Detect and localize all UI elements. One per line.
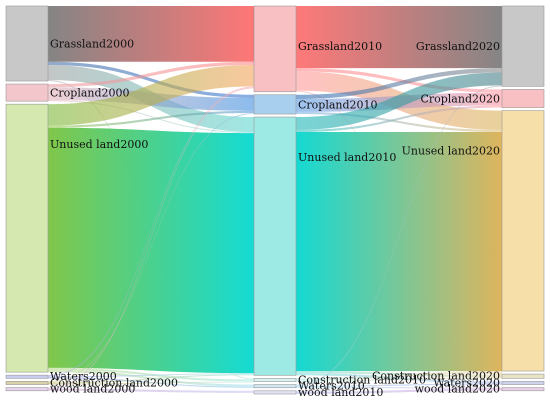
- flow-g00-to-g10: [48, 6, 254, 62]
- label-l20: wood land2020: [415, 383, 500, 396]
- flow-w00-to-u10: [48, 373, 254, 378]
- node-g20: [501, 5, 545, 87]
- sankey-links: [48, 6, 502, 394]
- label-g00: Grassland2000: [50, 38, 134, 51]
- node-l10: [253, 390, 297, 395]
- flow-u10-to-c20: [296, 105, 502, 133]
- node-w10: [253, 384, 297, 389]
- node-c00: [5, 83, 49, 102]
- label-l10: wood land2010: [298, 386, 383, 399]
- node-w20: [501, 381, 545, 385]
- flow-g10-to-g20: [296, 6, 502, 69]
- flow-k00-to-u10: [48, 374, 254, 384]
- node-l00: [5, 387, 49, 392]
- node-k00: [5, 381, 49, 385]
- flow-g00-to-c10: [48, 61, 254, 98]
- flow-l10-to-l20: [296, 388, 502, 394]
- label-c20: Cropland2020: [420, 92, 500, 105]
- node-k20: [501, 373, 545, 379]
- label-w00: Waters2000: [50, 370, 117, 383]
- flow-c00-to-g10: [48, 61, 254, 88]
- label-u00: Unused land2000: [50, 138, 148, 151]
- label-w10: Waters2010: [298, 380, 365, 393]
- flow-w00-to-g10: [48, 86, 254, 377]
- label-c00: Cropland2000: [50, 87, 130, 100]
- flow-k00-to-k10: [48, 381, 254, 385]
- flow-w10-to-w20: [296, 383, 502, 387]
- flow-w10-to-g20: [296, 85, 502, 386]
- node-g10: [253, 5, 297, 93]
- flow-u00-to-g10: [48, 64, 254, 126]
- node-u20: [501, 110, 545, 372]
- node-u10: [253, 116, 297, 376]
- label-c10: Cropland2010: [298, 98, 378, 111]
- node-w00: [5, 374, 49, 379]
- sankey-nodes: [5, 5, 545, 395]
- label-l00: wood land2000: [50, 383, 135, 396]
- flow-k10-to-k20: [296, 377, 502, 382]
- flow-l00-to-g10: [48, 87, 254, 389]
- flow-u00-to-c10: [48, 110, 254, 128]
- flow-l00-to-l10: [48, 388, 254, 393]
- node-l20: [501, 387, 545, 392]
- flow-k00-to-c10: [48, 112, 254, 383]
- flow-w10-to-l20: [296, 386, 502, 389]
- node-k10: [253, 378, 297, 382]
- node-c10: [253, 94, 297, 115]
- label-u20: Unused land2020: [402, 145, 500, 158]
- flow-c00-to-u10: [48, 100, 254, 134]
- flow-u00-to-u10: [48, 127, 254, 374]
- label-u10: Unused land2010: [298, 151, 396, 164]
- flow-k10-to-u20: [296, 371, 502, 381]
- node-g00: [5, 5, 49, 82]
- flow-c10-to-u20: [296, 111, 502, 133]
- flow-c10-to-g20: [296, 68, 502, 100]
- flow-l10-to-u20: [296, 373, 502, 392]
- node-c20: [501, 89, 545, 108]
- label-g10: Grassland2010: [298, 40, 382, 53]
- node-u00: [5, 103, 49, 373]
- flow-g10-to-c20: [296, 68, 502, 93]
- label-k20: Construction land2020: [372, 370, 500, 383]
- flow-u10-to-w20: [296, 373, 502, 384]
- flow-u10-to-g20: [296, 72, 502, 130]
- label-g20: Grassland2020: [416, 40, 500, 53]
- flow-u10-to-u20: [296, 132, 502, 372]
- label-k00: Construction land2000: [50, 376, 178, 389]
- label-w20: Waters2020: [433, 376, 500, 389]
- label-k10: Construction land2010: [298, 373, 426, 386]
